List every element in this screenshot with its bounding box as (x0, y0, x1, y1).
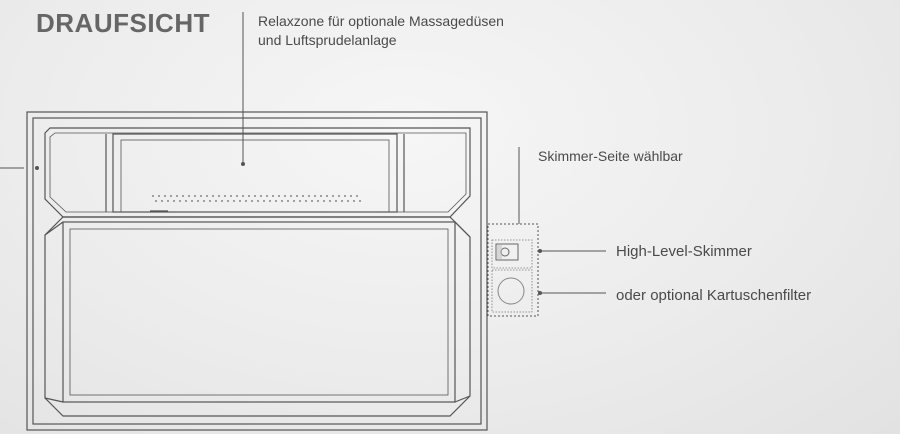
skimmer-side-label: Skimmer-Seite wählbar (538, 148, 683, 164)
bench-outline (44, 127, 471, 218)
cartridge-filter-label: oder optional Kartuschenfilter (616, 287, 812, 304)
high-level-skimmer-label: High-Level-Skimmer (616, 243, 752, 260)
high-level-skimmer-box (491, 239, 533, 269)
skimmer-compartment (487, 223, 539, 317)
pool-inner-frame (32, 117, 482, 425)
pool-basin-outline (44, 216, 471, 417)
pool-outer-frame (26, 111, 488, 431)
pool-basin-floor-inner (69, 228, 449, 396)
diagram-title: DRAUFSICHT (36, 8, 210, 38)
cartridge-filter-icon (497, 277, 525, 305)
relax-zone-segment-inner (120, 139, 390, 213)
cartridge-filter-box (491, 269, 533, 313)
relaxzone-annotation: Relaxzone für optionale Massagedüsen und… (258, 12, 504, 50)
relaxzone-label-line2: und Luftsprudelanlage (258, 32, 397, 48)
pool-basin-floor (62, 221, 456, 403)
skimmer-icon (495, 243, 519, 261)
relaxzone-label-line1: Relaxzone für optionale Massagedüsen (258, 13, 504, 29)
